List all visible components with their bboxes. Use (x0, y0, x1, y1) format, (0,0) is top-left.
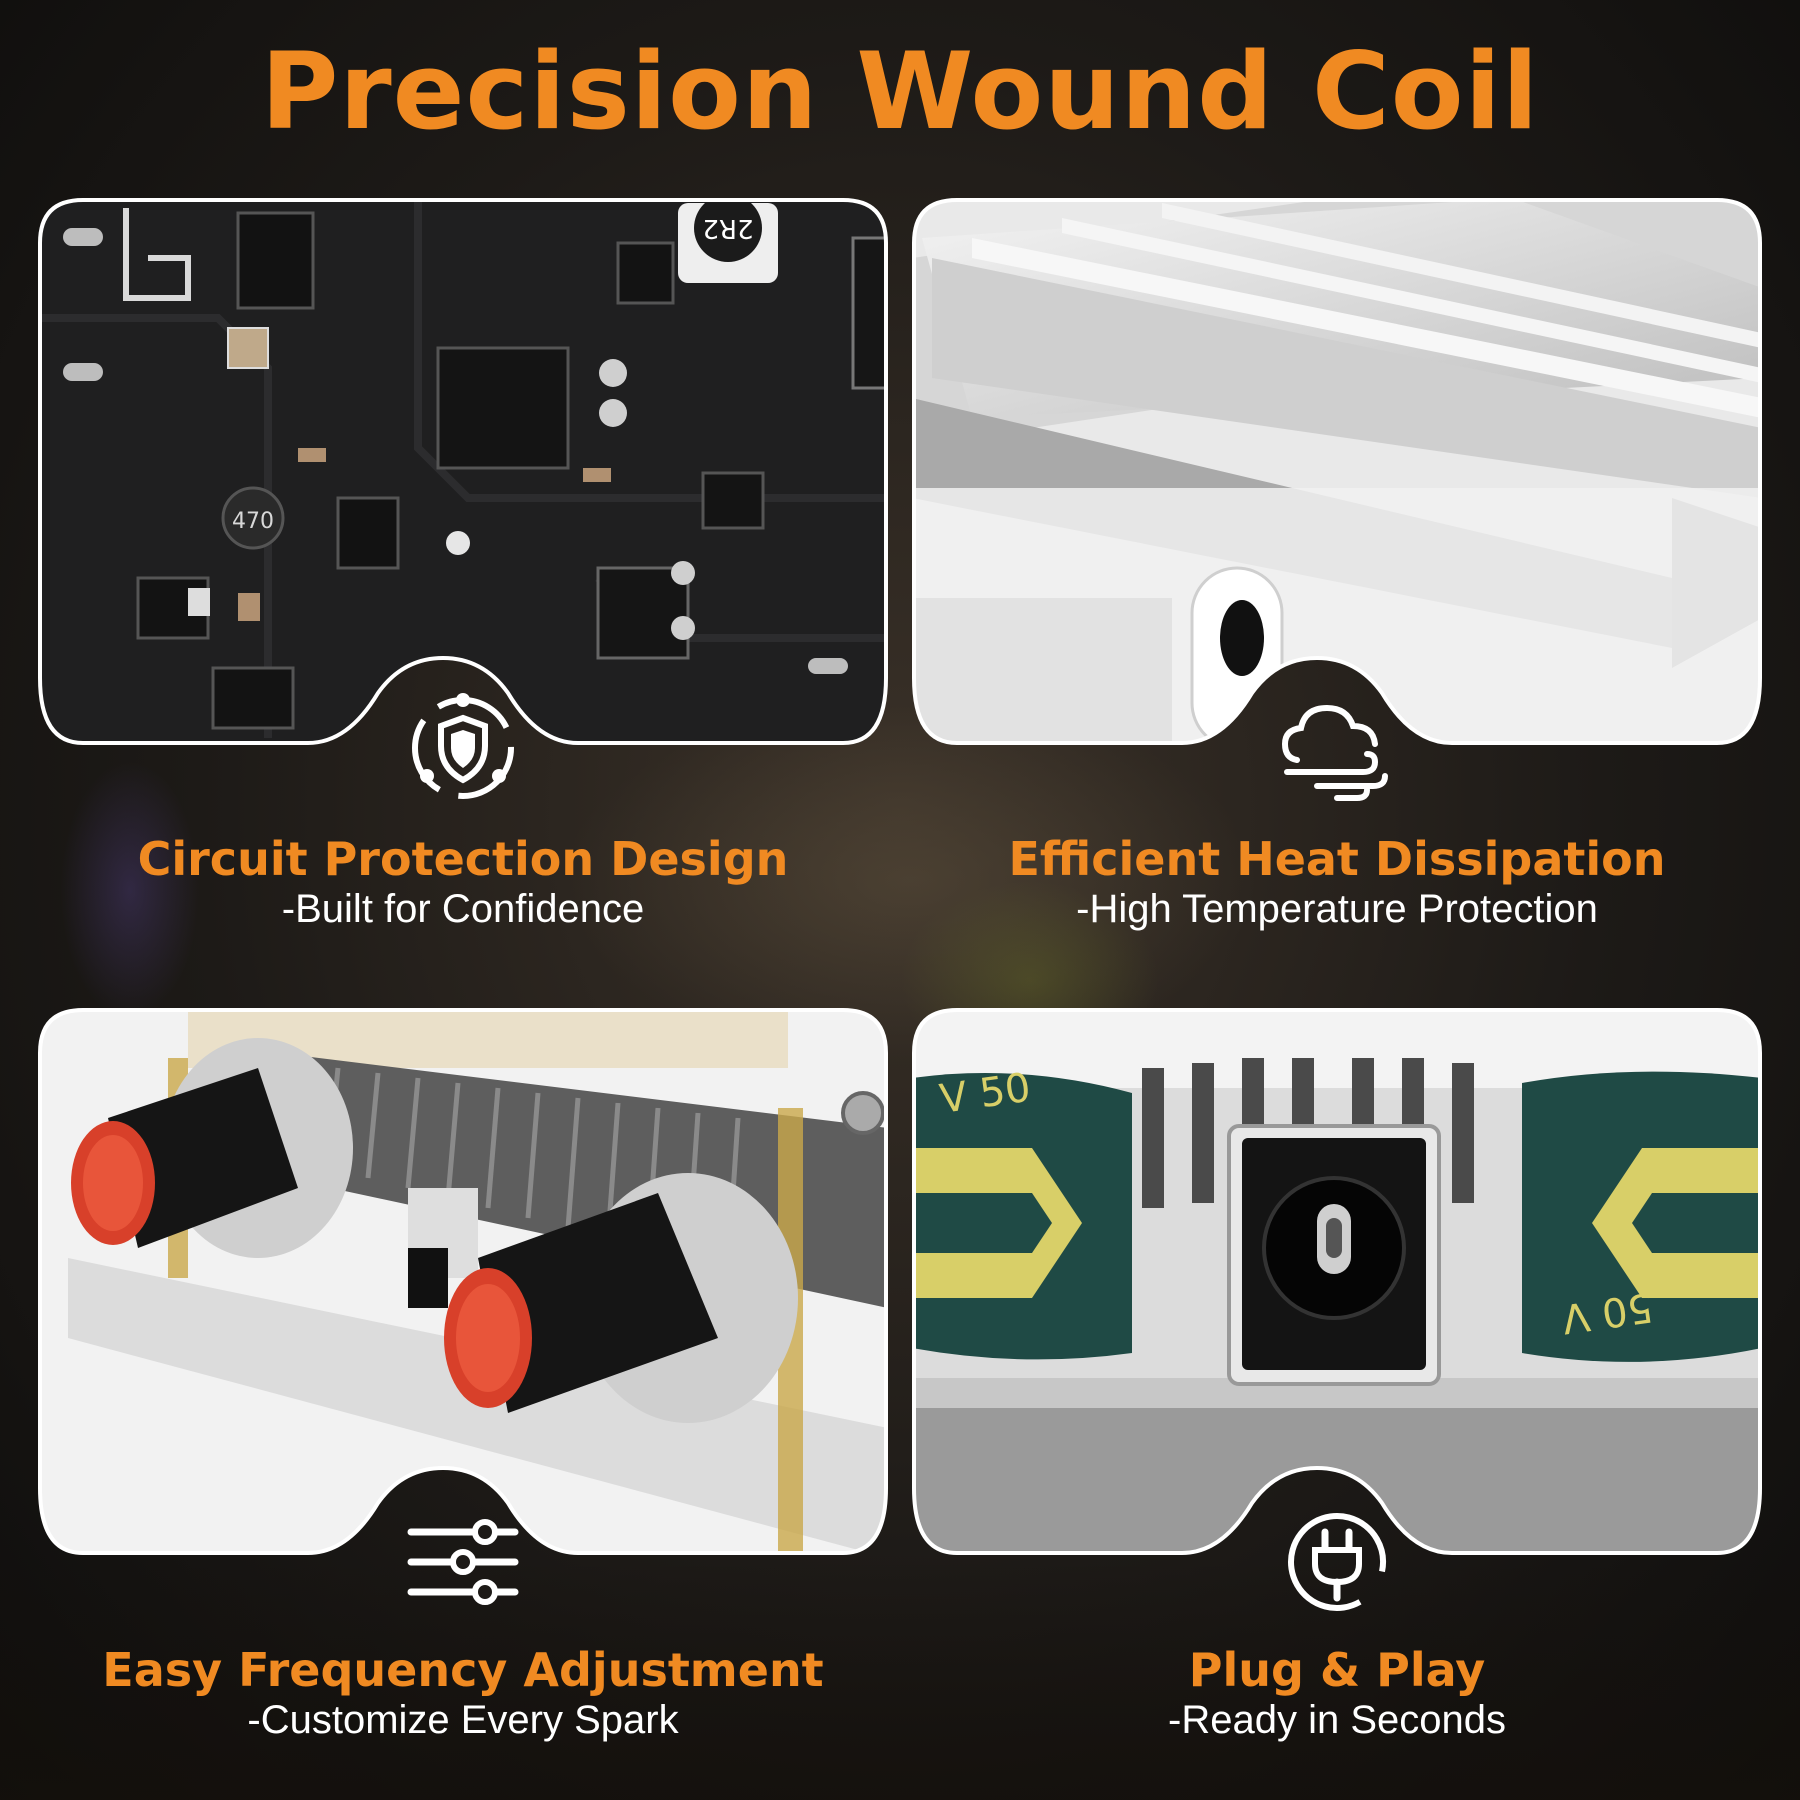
feature-title: Plug & Play (1188, 1643, 1486, 1697)
sliders-icon (403, 1502, 523, 1622)
heatsink-photo (912, 198, 1762, 745)
feature-card-heat (912, 198, 1762, 748)
dc-jack-photo: V 50 50 V (912, 1008, 1762, 1555)
feature-title: Efficient Heat Dissipation (1008, 832, 1666, 886)
feature-subtitle: -Built for Confidence (281, 887, 645, 931)
page-title: Precision Wound Coil (260, 30, 1540, 153)
background-blur (560, 700, 1260, 1060)
feature-subtitle: -Customize Every Spark (247, 1698, 679, 1742)
pcb-photo: 2R2 470 (38, 198, 888, 745)
background-blur (0, 1560, 1800, 1800)
background-blur (60, 760, 200, 1020)
feature-subtitle: -High Temperature Protection (1076, 887, 1598, 931)
shield-gear-icon (403, 688, 523, 808)
feature-title: Circuit Protection Design (137, 832, 789, 886)
feature-card-circuit: 2R2 470 (38, 198, 888, 748)
plug-icon (1277, 1502, 1397, 1622)
feature-card-plug: V 50 50 V (912, 1008, 1762, 1558)
feature-title: Easy Frequency Adjustment (102, 1643, 824, 1697)
knobs-photo (38, 1008, 888, 1555)
inductor-label: 2R2 (702, 213, 753, 243)
inductor-label: 470 (232, 509, 274, 534)
feature-subtitle: -Ready in Seconds (1168, 1698, 1506, 1742)
cloud-wind-icon (1277, 688, 1397, 808)
feature-card-frequency (38, 1008, 888, 1558)
